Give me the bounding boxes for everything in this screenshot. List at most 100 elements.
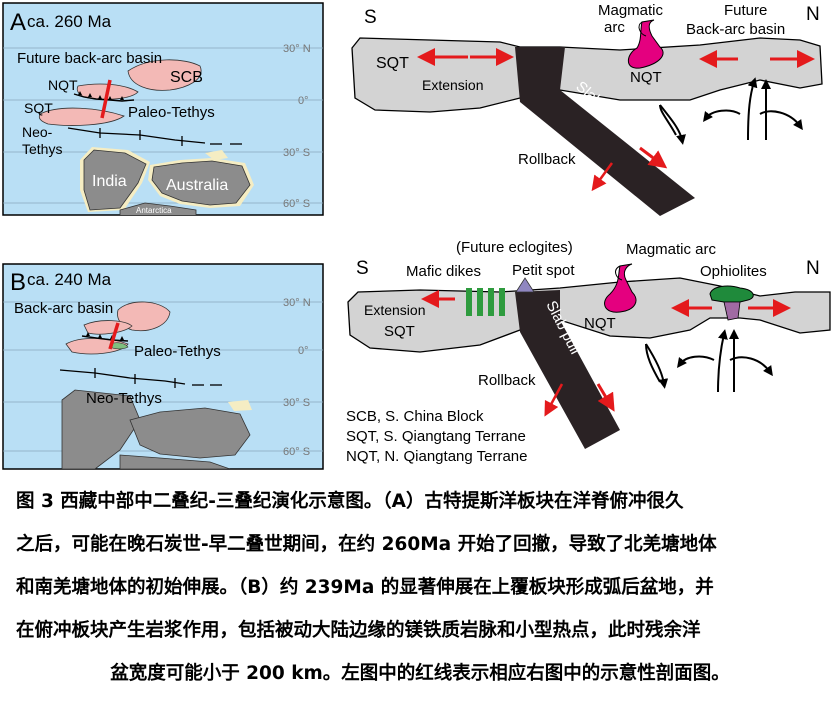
magmatic-arc-a xyxy=(627,19,664,69)
label-rollback: Rollback xyxy=(478,372,536,389)
caption-line: 之后，可能在晚石炭世-早二叠世期间，在约 260Ma 开始了回撤，导致了北羌塘地… xyxy=(16,534,717,555)
label-scb: SCB xyxy=(170,69,203,86)
antarctica-landmass xyxy=(119,454,231,469)
slab-b xyxy=(515,290,620,449)
mantle-upwelling-arrow xyxy=(747,77,758,141)
mantle-flow-arrow xyxy=(645,343,669,389)
lat-0: 0° xyxy=(298,95,309,107)
shelf-fragment xyxy=(205,150,228,160)
label-sqt: SQT xyxy=(384,323,415,340)
ophiolite-body xyxy=(709,285,754,303)
australia-landmass xyxy=(129,407,251,459)
shelf-fragment xyxy=(228,400,252,411)
section-a: S N SQT Extension Magmatic arc Future Ba… xyxy=(351,2,823,216)
label-future: Future xyxy=(724,2,767,19)
slab-pull-arrow xyxy=(596,383,615,412)
label-paleo-tethys: Paleo-Tethys xyxy=(134,343,221,360)
slab-pull-arrow xyxy=(639,146,668,169)
caption-line: 盆宽度可能小于 200 km。左图中的红线表示相应右图中的示意性剖面图。 xyxy=(110,663,730,684)
scb-block xyxy=(127,59,202,91)
label-sqt: SQT xyxy=(24,100,53,116)
antarctica-landmass xyxy=(119,202,197,215)
lat-30s: 30° S xyxy=(283,397,310,409)
panel-a-letter: A xyxy=(10,9,26,36)
label-magmatic-arc: Magmatic arc xyxy=(626,241,717,258)
panel-b-age: ca. 240 Ma xyxy=(27,270,112,289)
label-india: India xyxy=(92,173,127,190)
caption-line: 和南羌塘地体的初始伸展。（B）约 239Ma 的显著伸展在上覆板块形成弧后盆地，… xyxy=(16,577,714,598)
legend-scb: SCB, S. China Block xyxy=(346,408,484,425)
figure-svg: A ca. 260 Ma Future back-arc basin SCB N… xyxy=(2,2,831,470)
magma-conduit xyxy=(615,265,623,281)
lat-60s: 60° S xyxy=(283,446,310,458)
lat-30n: 30° N xyxy=(283,297,311,309)
green-margin xyxy=(109,342,129,350)
panel-a-age: ca. 260 Ma xyxy=(27,12,112,31)
slab-a xyxy=(515,47,695,216)
mantle-flow-arrow xyxy=(759,110,803,131)
label-neo-tethys: Neo-Tethys xyxy=(86,390,162,407)
magma-conduit xyxy=(638,21,647,37)
label-back-arc-basin: Back-arc basin xyxy=(686,21,785,38)
label-extension: Extension xyxy=(364,302,425,318)
label-back-arc: Back-arc basin xyxy=(14,300,113,317)
rollback-arrow xyxy=(591,162,614,192)
ophiolite-root xyxy=(723,301,741,321)
caption-line: 在俯冲板块产生岩浆作用，包括被动大陆边缘的镁铁质岩脉和小型热点，此时残余洋 xyxy=(16,620,701,641)
label-nqt: NQT xyxy=(630,69,662,86)
legend-sqt: SQT, S. Qiangtang Terrane xyxy=(346,428,526,445)
panel-a-map: A ca. 260 Ma Future back-arc basin SCB N… xyxy=(2,2,324,216)
label-sqt: SQT xyxy=(376,55,409,72)
petit-spot xyxy=(515,277,535,293)
nqt-block xyxy=(83,320,133,335)
label-s: S xyxy=(356,258,369,279)
section-line xyxy=(108,322,120,350)
mantle-flow-arrow xyxy=(676,355,715,368)
australia-landmass xyxy=(151,160,251,206)
label-future-eclogites: (Future eclogites) xyxy=(456,239,573,256)
section-line xyxy=(100,79,112,119)
label-future-back-arc: Future back-arc basin xyxy=(17,50,162,67)
label-nqt: NQT xyxy=(48,77,78,93)
subduction-zone xyxy=(73,93,135,102)
label-neo-tethys: Neo- xyxy=(22,124,53,140)
lat-30n: 30° N xyxy=(283,43,311,55)
caption-line: 图 3 西藏中部中二叠纪-三叠纪演化示意图。（A）古特提斯洋板块在洋脊俯冲很久 xyxy=(16,491,684,512)
label-extension: Extension xyxy=(422,77,483,93)
india-landmass xyxy=(83,149,147,211)
label-petit-spot: Petit spot xyxy=(512,262,575,279)
label-ophiolites: Ophiolites xyxy=(700,263,767,280)
subduction-zone xyxy=(81,335,129,342)
india-landmass xyxy=(61,389,141,469)
mantle-flow-arrow xyxy=(645,343,661,383)
legend-nqt: NQT, N. Qiangtang Terrane xyxy=(346,448,527,465)
section-b: S N (Future eclogites) Mafic dikes Petit… xyxy=(346,239,831,465)
label-s: S xyxy=(364,7,377,28)
figure-caption: 图 3 西藏中部中二叠纪-三叠纪演化示意图。（A）古特提斯洋板块在洋脊俯冲很久 … xyxy=(16,480,824,695)
label-n: N xyxy=(806,4,820,25)
magmatic-arc-b xyxy=(604,263,637,313)
subduction-teeth xyxy=(78,91,124,100)
mantle-flow-arrow xyxy=(729,356,773,377)
mantle-upwelling-arrow xyxy=(717,329,728,393)
panel-b-letter: B xyxy=(10,269,26,296)
lat-30s: 30° S xyxy=(283,147,310,159)
label-magmatic: Magmatic xyxy=(598,2,664,19)
neo-tethys-ridge xyxy=(59,369,186,385)
label-arc: arc xyxy=(604,19,625,36)
lat-0: 0° xyxy=(298,345,309,357)
label-antarctica: Antarctica xyxy=(136,206,172,215)
lat-60s: 60° S xyxy=(283,198,310,210)
figure-3: A ca. 260 Ma Future back-arc basin SCB N… xyxy=(2,2,831,470)
label-rollback: Rollback xyxy=(518,151,576,168)
label-neo-tethys-2: Tethys xyxy=(22,141,62,157)
mantle-flow-arrow xyxy=(659,104,686,145)
rollback-arrow xyxy=(544,383,564,417)
mafic-dikes xyxy=(466,288,505,316)
label-australia: Australia xyxy=(166,177,228,194)
panel-b-map: B ca. 240 Ma Back-arc basin Paleo-Tethys… xyxy=(2,263,324,470)
label-nqt: NQT xyxy=(584,315,616,332)
label-paleo-tethys: Paleo-Tethys xyxy=(128,104,215,121)
mantle-flow-arrow xyxy=(702,109,741,122)
label-mafic-dikes: Mafic dikes xyxy=(406,263,481,280)
